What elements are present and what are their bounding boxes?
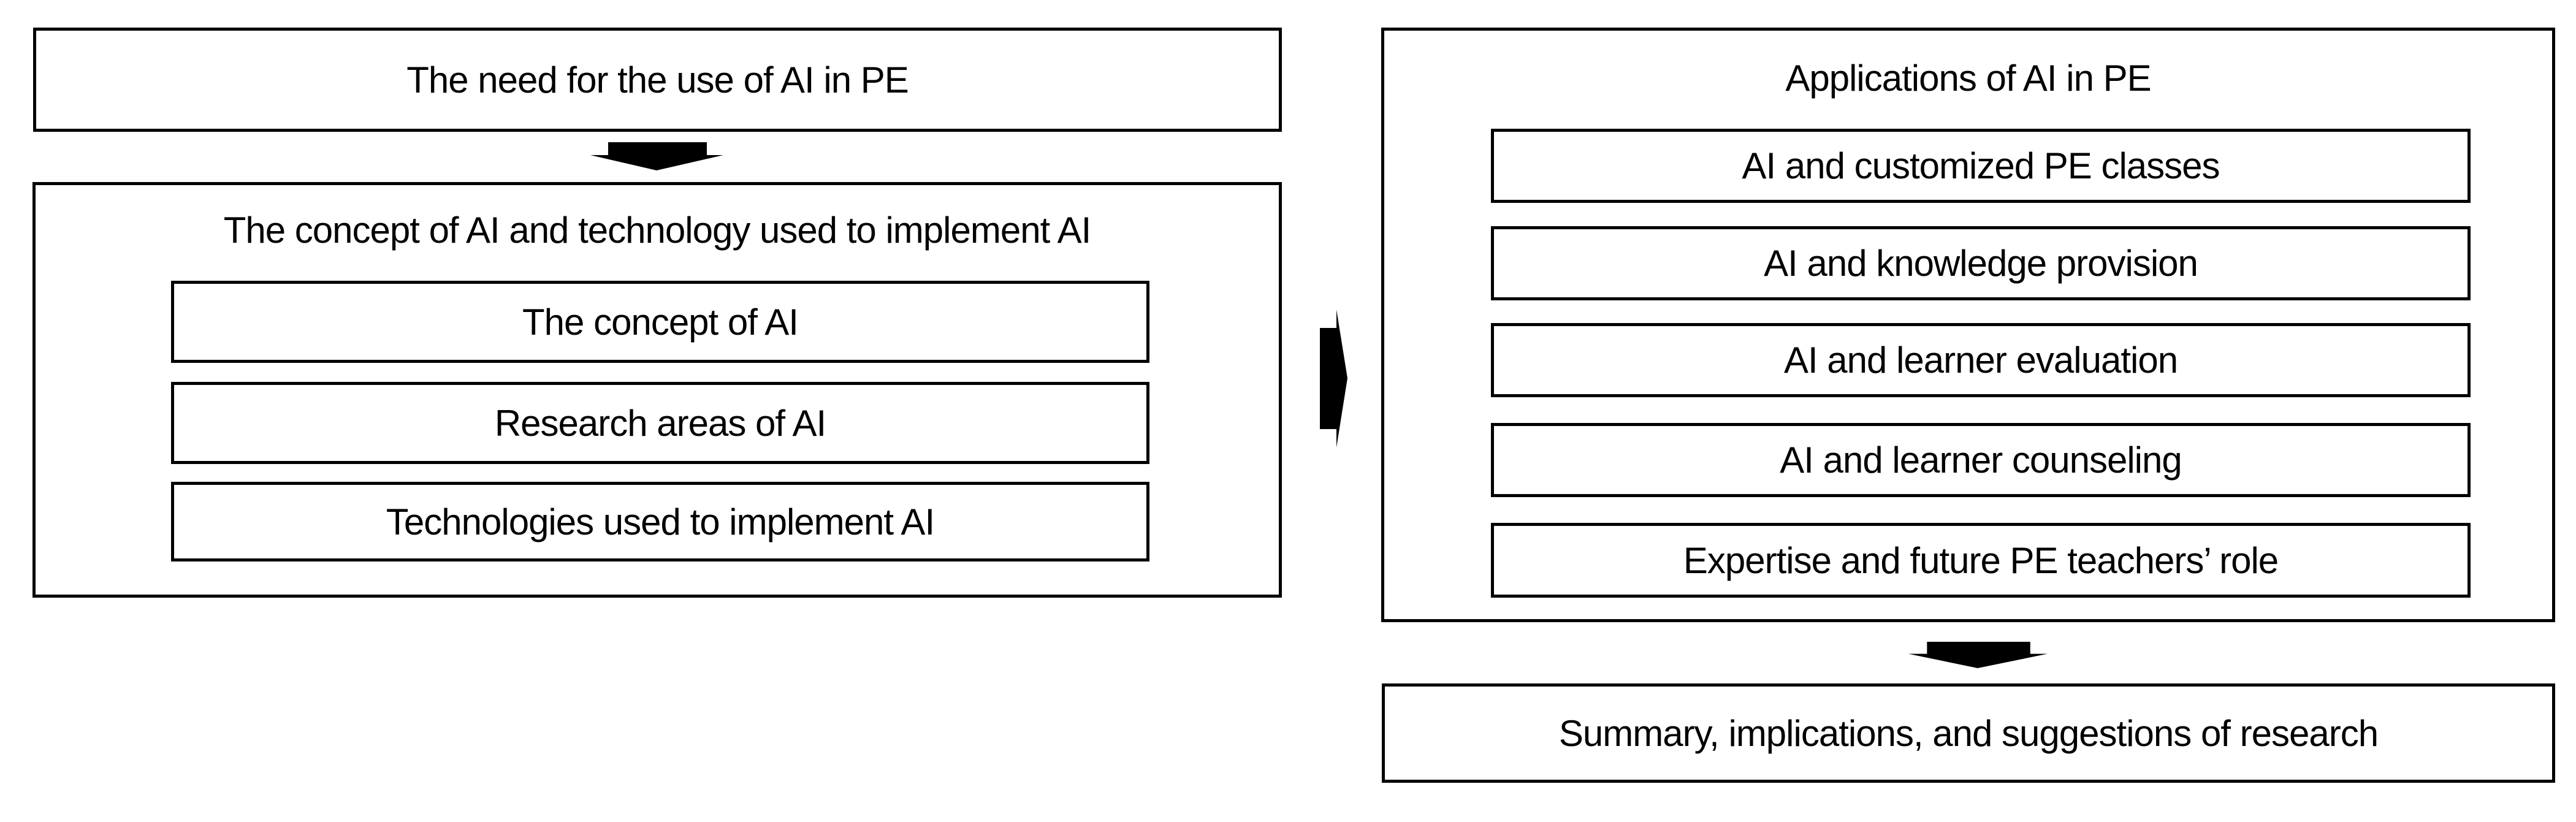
- expertise-future-role-box: Expertise and future PE teachers’ role: [1491, 523, 2471, 598]
- down-arrow-icon: [1908, 642, 2048, 668]
- applications-container-title: Applications of AI in PE: [1785, 58, 2151, 99]
- concept-of-ai-label: The concept of AI: [522, 301, 799, 343]
- knowledge-provision-box: AI and knowledge provision: [1491, 226, 2471, 300]
- right-arrow-icon: [1320, 310, 1347, 447]
- knowledge-provision-label: AI and knowledge provision: [1764, 243, 2198, 284]
- learner-counseling-label: AI and learner counseling: [1780, 440, 2182, 481]
- research-areas-box: Research areas of AI: [171, 382, 1149, 464]
- concept-of-ai-box: The concept of AI: [171, 281, 1149, 363]
- need-for-ai-box: The need for the use of AI in PE: [33, 28, 1282, 132]
- concept-container-title: The concept of AI and technology used to…: [223, 209, 1092, 251]
- technologies-box: Technologies used to implement AI: [171, 482, 1149, 561]
- customized-pe-classes-box: AI and customized PE classes: [1491, 129, 2471, 203]
- learner-evaluation-label: AI and learner evaluation: [1783, 340, 2178, 381]
- summary-box: Summary, implications, and suggestions o…: [1382, 683, 2555, 783]
- research-areas-label: Research areas of AI: [494, 402, 826, 444]
- technologies-label: Technologies used to implement AI: [386, 501, 935, 542]
- expertise-future-role-label: Expertise and future PE teachers’ role: [1683, 539, 2279, 581]
- learner-counseling-box: AI and learner counseling: [1491, 423, 2471, 497]
- summary-label: Summary, implications, and suggestions o…: [1558, 712, 2379, 754]
- customized-pe-classes-label: AI and customized PE classes: [1742, 145, 2220, 186]
- need-for-ai-label: The need for the use of AI in PE: [406, 59, 909, 101]
- down-arrow-icon: [590, 142, 723, 170]
- learner-evaluation-box: AI and learner evaluation: [1491, 323, 2471, 397]
